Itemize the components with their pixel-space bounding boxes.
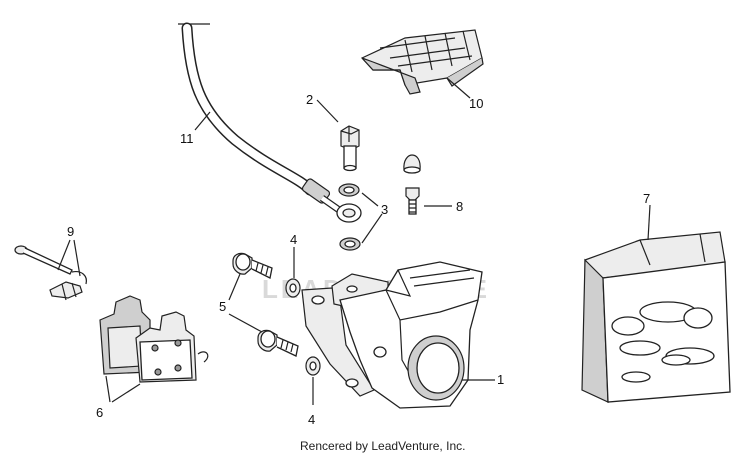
- leader-6a: [105, 375, 111, 403]
- credit-line: Rencered by LeadVenture, Inc.: [300, 439, 465, 453]
- pad-retaining-pin: [14, 245, 87, 301]
- callout-3: 3: [381, 202, 388, 217]
- brake-pads: [99, 295, 209, 383]
- callout-5: 5: [219, 299, 226, 314]
- leader-5a: [228, 273, 241, 301]
- callout-11: 11: [180, 131, 194, 146]
- washer-lower: [305, 356, 321, 376]
- callout-2: 2: [306, 92, 313, 107]
- leader-3a: [361, 192, 379, 207]
- callout-6: 6: [96, 405, 103, 420]
- callout-4-lower: 4: [308, 412, 315, 427]
- leader-3b: [361, 213, 383, 244]
- leader-9a: [57, 239, 71, 271]
- callout-9: 9: [67, 224, 74, 239]
- leader-2: [316, 99, 339, 123]
- mounting-bolt-upper: [232, 252, 273, 279]
- leader-9b: [73, 239, 81, 277]
- washer-upper: [285, 278, 301, 298]
- callout-4-upper: 4: [290, 232, 297, 247]
- callout-1: 1: [497, 372, 504, 387]
- seal-kit-bag: [581, 231, 731, 403]
- brake-hose: [178, 22, 362, 223]
- callout-8: 8: [456, 199, 463, 214]
- brake-caliper: [301, 261, 483, 409]
- leader-11: [194, 111, 211, 131]
- callout-10: 10: [469, 96, 483, 111]
- leader-5b: [228, 313, 263, 333]
- leader-6b: [111, 383, 141, 403]
- leader-10: [446, 77, 471, 99]
- pad-cover: [361, 29, 484, 95]
- bleeder-valve: [403, 154, 421, 215]
- banjo-bolt: [340, 125, 360, 172]
- mounting-bolt-lower: [257, 329, 299, 357]
- callout-7: 7: [643, 191, 650, 206]
- sealing-washers: [338, 183, 361, 251]
- leader-7: [647, 204, 651, 241]
